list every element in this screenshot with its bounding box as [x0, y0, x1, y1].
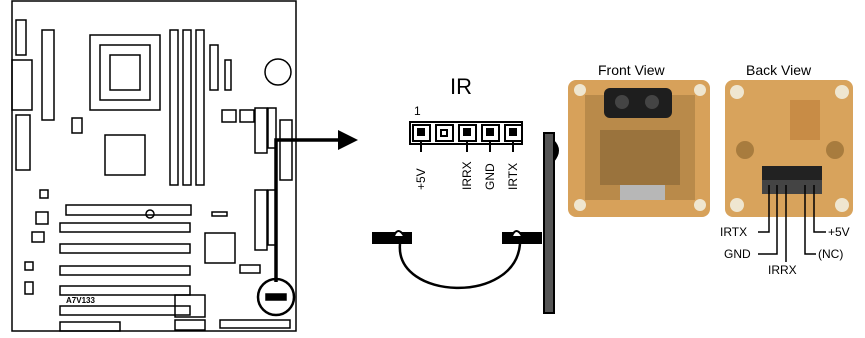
- back-label-gnd: GND: [724, 247, 751, 261]
- back-label-irtx: IRTX: [720, 225, 748, 239]
- front-view-title: Front View: [598, 62, 665, 78]
- back-label-nc: (NC): [818, 247, 844, 261]
- front-view-photo: [568, 80, 710, 217]
- pin-label-gnd: GND: [483, 163, 497, 190]
- back-view-title: Back View: [746, 62, 812, 78]
- motherboard-layout: [11, 0, 297, 332]
- back-view-photo: [725, 80, 853, 217]
- back-view-leaders: [758, 185, 826, 262]
- back-label-5v: +5V: [828, 225, 850, 239]
- connector-title: IR: [450, 74, 472, 99]
- ir-pin-header: [409, 121, 523, 152]
- pin-label-5v: +5V: [414, 168, 428, 190]
- back-label-irrx: IRRX: [768, 263, 797, 277]
- board-model-label: A7V133: [66, 296, 95, 305]
- ir-module-side-view: [372, 132, 559, 314]
- pin-label-irrx: IRRX: [460, 161, 474, 190]
- pin1-label: 1: [414, 104, 421, 118]
- pin-label-irtx: IRTX: [506, 162, 520, 190]
- pointer-arrow: [274, 130, 358, 282]
